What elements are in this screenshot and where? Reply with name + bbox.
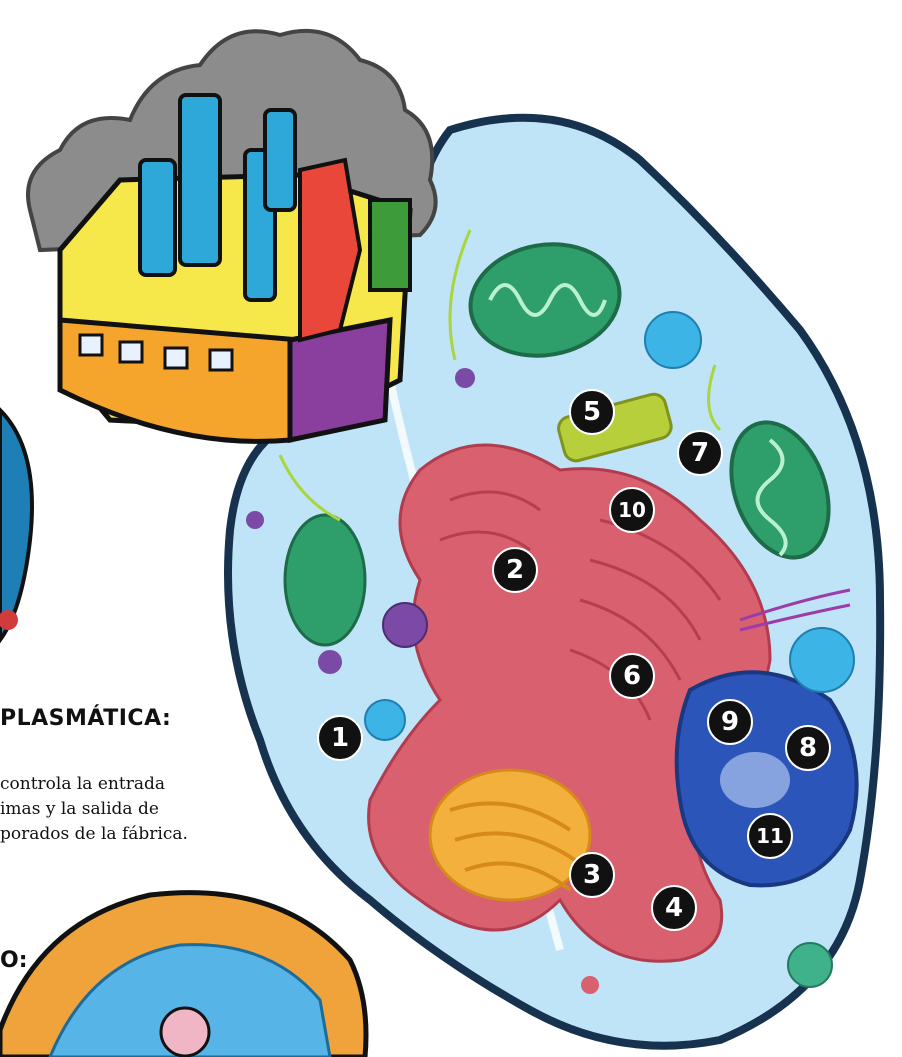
description-line-2: imas y la salida de (0, 797, 250, 822)
svg-text:6: 6 (623, 661, 641, 691)
plasma-membrane-description: controla la entrada imas y la salida de … (0, 772, 250, 847)
section-heading-plasma-membrane: PLASMÁTICA: (0, 706, 171, 731)
organelle-marker-6: 6 (610, 654, 654, 698)
svg-text:8: 8 (799, 733, 817, 763)
organelle-marker-4: 4 (652, 886, 696, 930)
svg-text:3: 3 (583, 860, 601, 890)
organelle-marker-1: 1 (318, 716, 362, 760)
svg-text:7: 7 (691, 438, 709, 468)
svg-text:11: 11 (756, 824, 784, 848)
organelle-marker-3: 3 (570, 853, 614, 897)
description-line-1: controla la entrada (0, 772, 250, 797)
svg-text:2: 2 (506, 555, 524, 585)
organelle-marker-2: 2 (493, 548, 537, 592)
svg-text:5: 5 (583, 397, 601, 427)
organelle-marker-7: 7 (678, 431, 722, 475)
left-edge-illustration (0, 410, 32, 640)
organelle-marker-8: 8 (786, 726, 830, 770)
organelle-marker-11: 11 (748, 814, 792, 858)
svg-text:10: 10 (618, 498, 646, 522)
svg-text:9: 9 (721, 707, 739, 737)
organelle-marker-5: 5 (570, 390, 614, 434)
bottom-circle-illustration (0, 893, 366, 1057)
organelle-marker-9: 9 (708, 700, 752, 744)
factory-illustration (28, 31, 436, 442)
organelle-marker-10: 10 (610, 488, 654, 532)
section-heading-partial: O: (0, 948, 28, 973)
svg-text:1: 1 (331, 723, 349, 753)
description-line-3: porados de la fábrica. (0, 822, 250, 847)
golgi-apparatus (430, 770, 590, 900)
svg-text:4: 4 (665, 893, 683, 923)
